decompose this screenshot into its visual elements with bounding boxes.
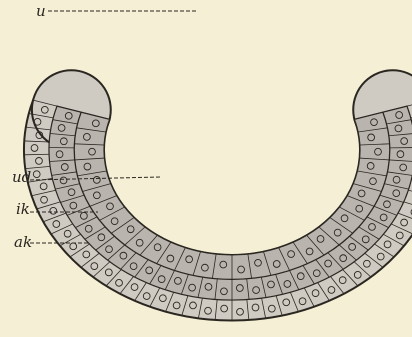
label-ak: ak [14,235,32,250]
label-u: u [36,4,46,19]
label-ik: ik [16,202,30,217]
label-ud: ud [12,170,31,185]
